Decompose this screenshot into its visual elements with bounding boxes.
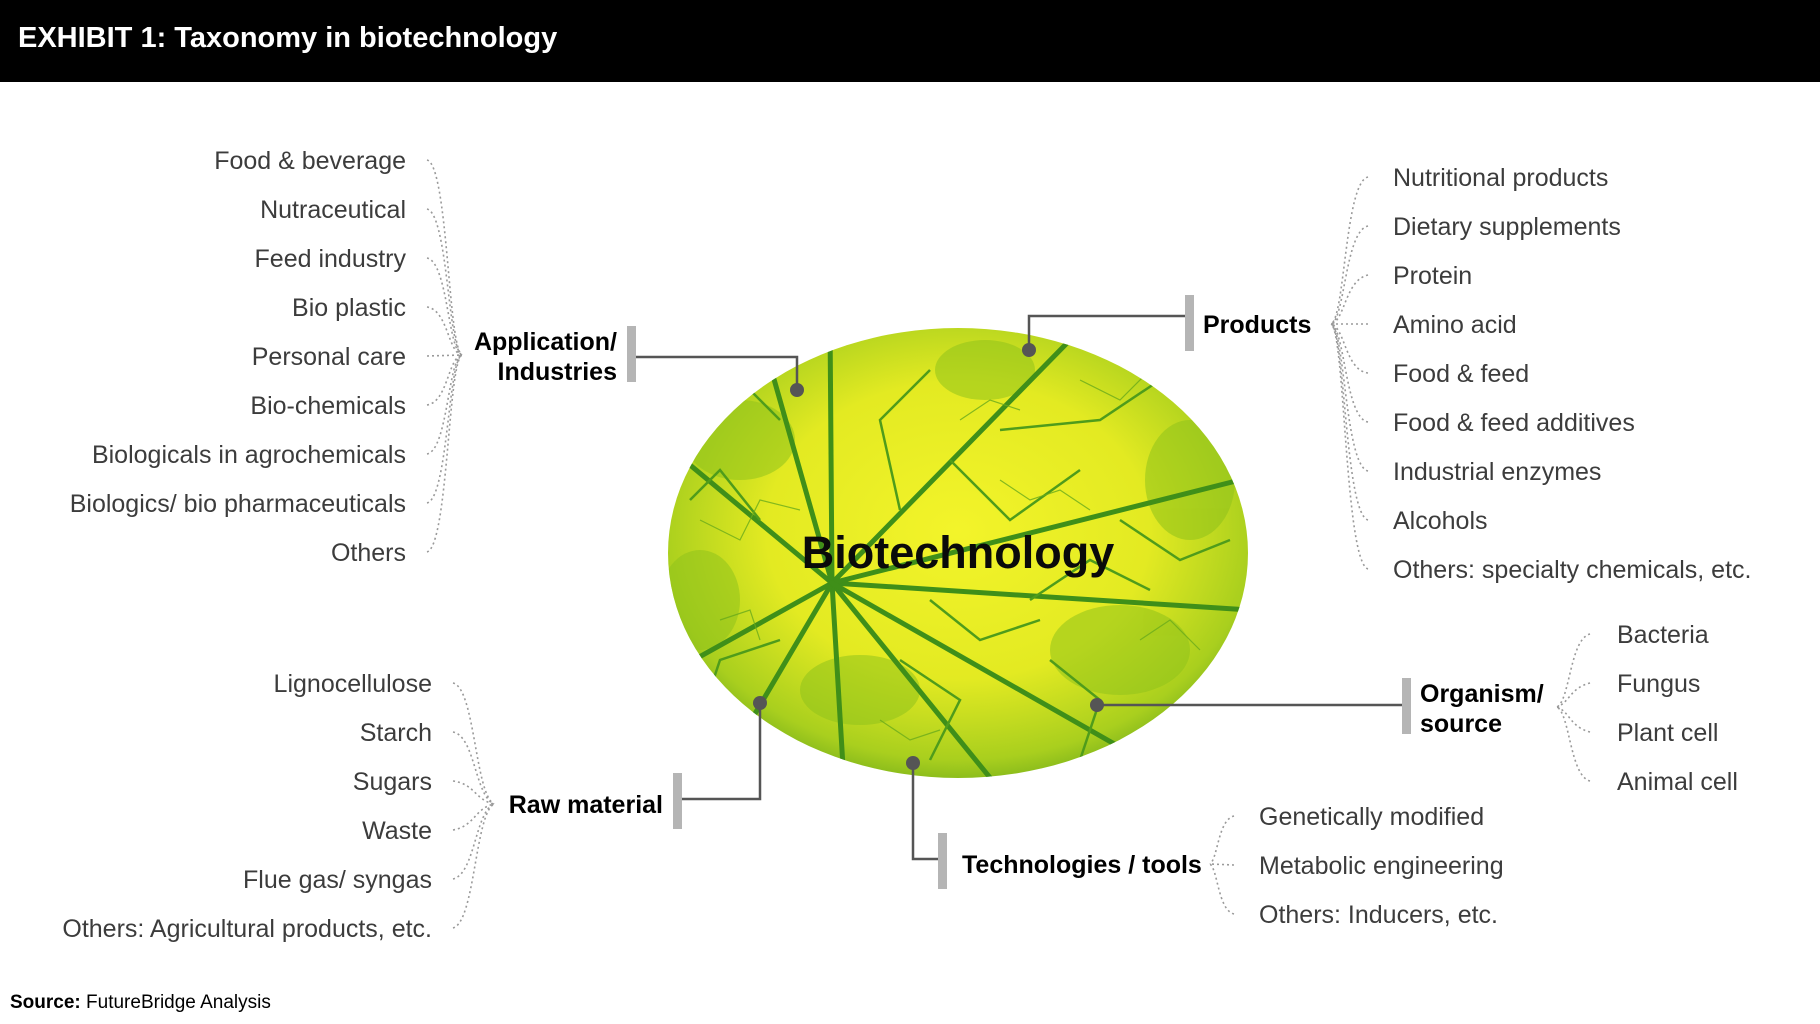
products-item: Industrial enzymes — [1393, 458, 1601, 486]
application-item: Bio plastic — [292, 294, 406, 322]
application-industries-branch: Application/ Industries Food & beverage … — [70, 147, 617, 567]
leaf-image — [668, 328, 1248, 778]
source-label: Source: — [10, 992, 81, 1013]
application-item: Biologics/ bio pharmaceuticals — [70, 490, 406, 518]
raw-material-item: Flue gas/ syngas — [243, 866, 432, 894]
connectors — [633, 314, 1403, 861]
organism-source-branch: Organism/ source Bacteria Fungus Plant c… — [1420, 621, 1738, 796]
technologies-item: Metabolic engineering — [1259, 852, 1504, 880]
application-item: Nutraceutical — [260, 196, 406, 224]
raw-material-label: Raw material — [509, 791, 663, 819]
raw-material-item: Lignocellulose — [274, 670, 432, 698]
organism-item: Animal cell — [1617, 768, 1738, 796]
fan-lines — [426, 159, 1591, 929]
title-bar: EXHIBIT 1: Taxonomy in biotechnology — [0, 0, 1820, 82]
source-note: Source: FutureBridge Analysis — [10, 992, 271, 1014]
application-label-line1: Application/ — [474, 328, 617, 356]
application-item: Feed industry — [255, 245, 407, 273]
center-label: Biotechnology — [802, 527, 1115, 578]
connector-dots — [753, 343, 1104, 770]
technologies-item: Others: Inducers, etc. — [1259, 901, 1498, 929]
application-item: Food & beverage — [214, 147, 406, 175]
organism-label-line2: source — [1420, 710, 1502, 738]
raw-material-item: Starch — [360, 719, 432, 747]
products-item: Protein — [1393, 262, 1472, 290]
products-item: Food & feed additives — [1393, 409, 1635, 437]
organism-item: Plant cell — [1617, 719, 1718, 747]
raw-material-item: Waste — [362, 817, 432, 845]
products-label: Products — [1203, 311, 1311, 339]
products-item: Dietary supplements — [1393, 213, 1621, 241]
bracket-bars — [627, 295, 1411, 889]
technologies-tools-branch: Technologies / tools Genetically modifie… — [962, 803, 1504, 929]
raw-material-item: Sugars — [353, 768, 432, 796]
products-item: Nutritional products — [1393, 164, 1608, 192]
application-item: Personal care — [252, 343, 406, 371]
technologies-item: Genetically modified — [1259, 803, 1484, 831]
source-text: FutureBridge Analysis — [86, 992, 271, 1013]
organism-item: Bacteria — [1617, 621, 1709, 649]
application-item: Biologicals in agrochemicals — [92, 441, 406, 469]
products-item: Alcohols — [1393, 507, 1488, 535]
technologies-label: Technologies / tools — [962, 851, 1202, 879]
products-item: Food & feed — [1393, 360, 1529, 388]
organism-item: Fungus — [1617, 670, 1700, 698]
application-label-line2: Industries — [498, 358, 617, 386]
raw-material-item: Others: Agricultural products, etc. — [62, 915, 432, 943]
organism-label-line1: Organism/ — [1420, 680, 1544, 708]
raw-material-branch: Raw material Lignocellulose Starch Sugar… — [62, 670, 663, 943]
products-item: Others: specialty chemicals, etc. — [1393, 556, 1751, 584]
exhibit-title: EXHIBIT 1: Taxonomy in biotechnology — [18, 22, 558, 54]
application-item: Bio-chemicals — [250, 392, 406, 420]
application-item: Others — [331, 539, 406, 567]
products-branch: Products Nutritional products Dietary su… — [1203, 164, 1751, 584]
products-item: Amino acid — [1393, 311, 1517, 339]
